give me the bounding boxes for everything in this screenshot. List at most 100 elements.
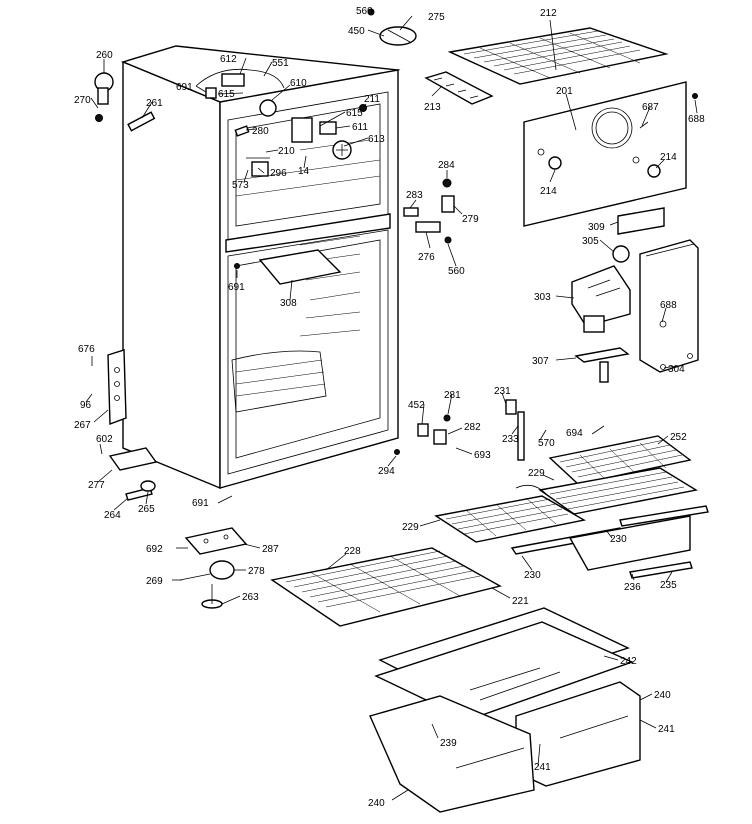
label-241-b: 241 (534, 762, 551, 773)
label-570: 570 (538, 438, 555, 449)
label-264: 264 (104, 510, 121, 521)
label-270: 270 (74, 95, 91, 106)
label-260: 260 (96, 50, 113, 61)
label-211: 211 (364, 94, 380, 105)
door-stop-260 (94, 72, 156, 132)
bottom-hinge-277 (108, 447, 158, 501)
label-230-a: 230 (610, 534, 627, 545)
label-228: 228 (344, 546, 361, 557)
label-96: 96 (80, 400, 92, 411)
label-277: 277 (88, 480, 105, 491)
label-214-a: 214 (540, 186, 557, 197)
bracket-307 (574, 347, 630, 383)
control-label-309 (612, 207, 665, 263)
label-602: 602 (96, 434, 113, 445)
label-615-a: 615 (218, 89, 235, 100)
label-261: 261 (146, 98, 163, 109)
shelf-rails-230 (510, 505, 709, 579)
shelf-308 (258, 249, 342, 285)
label-693: 693 (474, 450, 491, 461)
label-239: 239 (440, 738, 457, 749)
label-235: 235 (660, 580, 677, 591)
label-688-top: 688 (688, 114, 705, 125)
label-691-a: 691 (176, 82, 193, 93)
label-309: 309 (588, 222, 605, 233)
label-269: 269 (146, 576, 163, 587)
crisper-drawer-240-left (369, 695, 535, 813)
label-284: 284 (438, 160, 455, 171)
label-611: 611 (352, 122, 368, 133)
label-281: 281 (444, 390, 461, 401)
label-573: 573 (232, 180, 249, 191)
label-201: 201 (556, 86, 573, 97)
label-242: 242 (620, 656, 637, 667)
label-305: 305 (582, 236, 599, 247)
label-283: 283 (406, 190, 423, 201)
label-551: 551 (272, 58, 289, 69)
label-615-b: 615 (346, 108, 363, 119)
slide-out-shelf-229-lower (434, 484, 586, 543)
label-303: 303 (534, 292, 551, 303)
freezer-wire-shelf-212 (447, 27, 669, 85)
slide-out-shelf-229-upper (538, 467, 698, 515)
label-280: 280 (252, 126, 269, 137)
label-452: 452 (408, 400, 425, 411)
label-610: 610 (290, 78, 307, 89)
label-276: 276 (418, 252, 435, 263)
label-450: 450 (348, 26, 365, 37)
small-parts-hinge-area (234, 263, 525, 461)
label-692: 692 (146, 544, 163, 555)
leveling-parts (179, 527, 248, 609)
label-308: 308 (280, 298, 297, 309)
label-252: 252 (670, 432, 687, 443)
label-691-c: 691 (192, 498, 209, 509)
label-214-b: 214 (660, 152, 677, 163)
label-221: 221 (512, 596, 529, 607)
label-279: 279 (462, 214, 479, 225)
label-613: 613 (368, 134, 385, 145)
label-240-a: 240 (654, 690, 671, 701)
label-229-a: 229 (528, 468, 545, 479)
label-296: 296 (270, 168, 287, 179)
label-212: 212 (540, 8, 557, 19)
thermostat-parts (403, 178, 455, 244)
ice-tray-213 (424, 71, 494, 105)
control-housing-303 (571, 265, 631, 333)
label-560-mid: 560 (448, 266, 465, 277)
label-236: 236 (624, 582, 641, 593)
label-676: 676 (78, 344, 95, 355)
label-230-b: 230 (524, 570, 541, 581)
label-265: 265 (138, 504, 155, 515)
glass-shelf-228 (270, 547, 502, 627)
air-duct-304 (639, 239, 699, 373)
damper-assembly-275 (367, 8, 417, 46)
label-694: 694 (566, 428, 583, 439)
label-612: 612 (220, 54, 237, 65)
part-number-labels: 560 275 450 212 260 612 551 691 610 615 … (74, 6, 705, 809)
label-263: 263 (242, 592, 259, 603)
label-210: 210 (278, 146, 295, 157)
label-229-b: 229 (402, 522, 419, 533)
label-233: 233 (502, 434, 519, 445)
label-307: 307 (532, 356, 549, 367)
fresh-food-shelf-252 (548, 435, 692, 485)
label-688-mid: 688 (660, 300, 677, 311)
label-278: 278 (248, 566, 265, 577)
label-691-b: 691 (228, 282, 245, 293)
label-241-a: 241 (658, 724, 675, 735)
label-213: 213 (424, 102, 441, 113)
leader-lines (85, 9, 698, 801)
label-287: 287 (262, 544, 279, 555)
label-294: 294 (378, 466, 395, 477)
label-304: 304 (668, 364, 685, 375)
label-240-b: 240 (368, 798, 385, 809)
label-560-top: 560 (356, 6, 373, 17)
label-14: 14 (298, 166, 310, 177)
label-231: 231 (494, 386, 511, 397)
label-687: 687 (642, 102, 659, 113)
label-275: 275 (428, 12, 445, 23)
label-282: 282 (464, 422, 481, 433)
label-267: 267 (74, 420, 91, 431)
